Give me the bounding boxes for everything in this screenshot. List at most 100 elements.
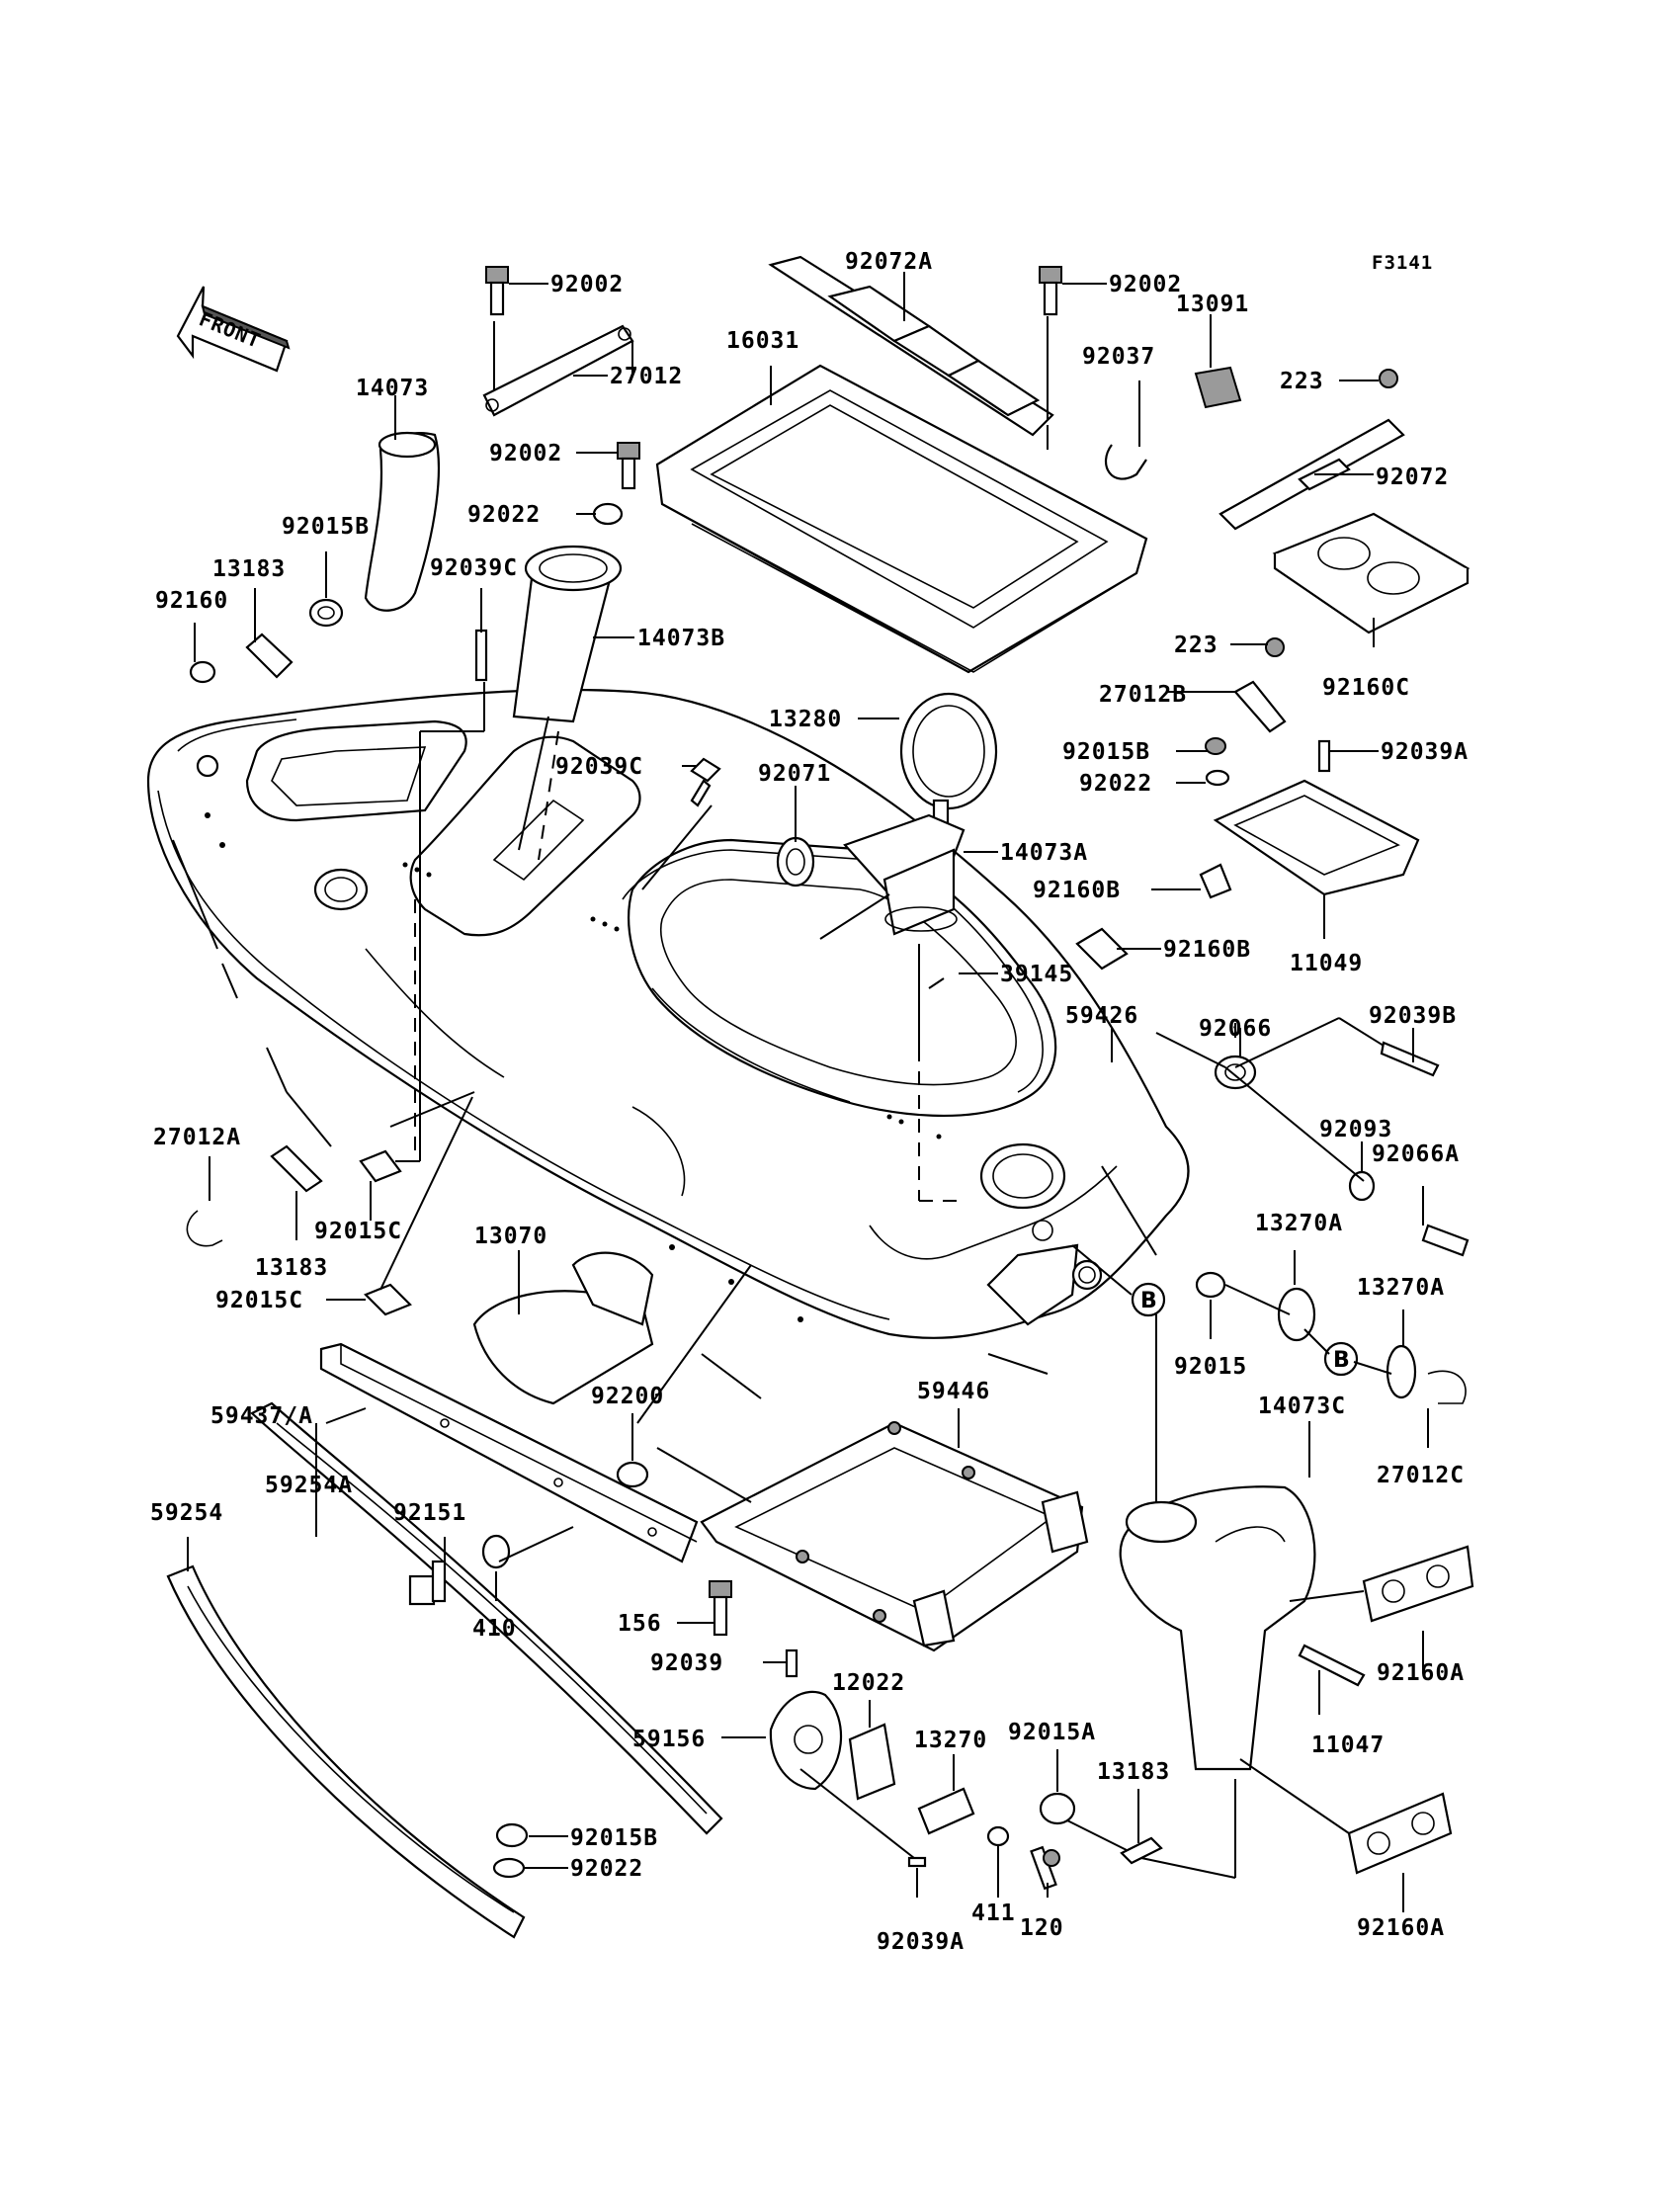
label-92039c-a: 92039C	[430, 555, 518, 581]
label-92002-b: 92002	[1109, 272, 1182, 297]
clamp-27012c	[1427, 1370, 1467, 1404]
label-92039a-b: 92039A	[877, 1929, 965, 1955]
label-92039c-b: 92039C	[555, 754, 643, 780]
washer-92022-b	[1205, 769, 1230, 787]
label-410: 410	[472, 1616, 517, 1642]
plate-92160a-b	[1347, 1792, 1453, 1875]
label-27012a: 27012A	[153, 1125, 241, 1150]
label-13070: 13070	[474, 1224, 547, 1249]
label-92066a: 92066A	[1372, 1141, 1460, 1167]
bracket-13270	[917, 1787, 975, 1835]
nut-92015b-b	[1205, 737, 1226, 755]
nut-92015b-c	[495, 1822, 529, 1848]
label-27012b: 27012B	[1099, 682, 1187, 708]
svg-text:B: B	[1140, 1289, 1157, 1313]
label-92066: 92066	[1199, 1016, 1272, 1042]
cover-13070	[472, 1251, 654, 1405]
label-92072: 92072	[1376, 465, 1449, 490]
label-223-a: 223	[1280, 369, 1324, 394]
washer-92022-c	[492, 1857, 526, 1879]
hull-body	[146, 688, 1190, 1339]
bolt-92002-c	[617, 442, 640, 490]
label-59437a: 59437/A	[210, 1403, 313, 1429]
label-27012c: 27012C	[1377, 1463, 1465, 1488]
figure-code: F3141	[1372, 252, 1433, 274]
bolt-92151	[408, 1560, 447, 1606]
label-59254: 59254	[150, 1500, 223, 1526]
washer-410	[481, 1534, 511, 1569]
label-13280: 13280	[769, 707, 842, 732]
ref-marker-b-1: B	[1131, 1282, 1166, 1317]
pin-92039c-a	[474, 629, 488, 682]
label-92022-c: 92022	[570, 1856, 643, 1882]
front-arrow-icon: FRONT	[176, 286, 291, 373]
label-92151: 92151	[393, 1500, 466, 1526]
grommet-92066a	[1421, 1224, 1470, 1257]
label-13183-a: 13183	[212, 556, 286, 582]
storage-tray-16031	[655, 364, 1148, 674]
bolt-92002-a	[485, 266, 509, 316]
label-92015b-a: 92015B	[282, 514, 370, 540]
label-14073b: 14073B	[637, 626, 725, 651]
strap-92072a	[768, 255, 1054, 437]
plate-13270a-a	[1277, 1287, 1316, 1342]
nut-92015	[1195, 1271, 1226, 1299]
label-92015b-c: 92015B	[570, 1825, 658, 1851]
label-92160a-b: 92160A	[1357, 1915, 1445, 1941]
pin-92039c-b	[690, 757, 721, 807]
mount-92160b-a	[1199, 863, 1232, 899]
label-12022: 12022	[832, 1670, 905, 1696]
label-92160: 92160	[155, 588, 228, 614]
label-14073a: 14073A	[1000, 840, 1088, 866]
label-14073: 14073	[356, 376, 429, 401]
collar-92200	[616, 1461, 649, 1488]
label-27012: 27012	[610, 364, 683, 389]
dashed-reference-lines	[414, 730, 959, 1202]
label-120: 120	[1020, 1915, 1064, 1941]
plate-12022	[848, 1723, 896, 1801]
pin-92039a	[1317, 739, 1331, 773]
label-92160b-a: 92160B	[1033, 878, 1121, 903]
rail-59254	[166, 1564, 526, 1939]
label-92015b-b: 92015B	[1062, 739, 1150, 765]
washer-92160	[189, 660, 216, 684]
clamp-92037	[1104, 444, 1147, 480]
label-92160b-b: 92160B	[1163, 937, 1251, 963]
pin-92039a-b	[907, 1856, 927, 1868]
label-92037: 92037	[1082, 344, 1155, 370]
label-92093: 92093	[1319, 1117, 1392, 1142]
label-39145: 39145	[1000, 962, 1073, 987]
bracket-92015c-a	[359, 1149, 402, 1183]
label-223-b: 223	[1174, 633, 1218, 658]
label-92015c-a: 92015C	[314, 1219, 402, 1244]
label-92160a-a: 92160A	[1377, 1660, 1465, 1686]
label-92039a-a: 92039A	[1381, 739, 1469, 765]
ref-marker-b-2: B	[1323, 1341, 1359, 1377]
label-92039: 92039	[650, 1650, 723, 1676]
washer-92022	[592, 502, 624, 526]
bracket-11049	[1213, 779, 1420, 896]
pin-11047	[1298, 1644, 1366, 1687]
label-11047: 11047	[1311, 1732, 1385, 1758]
svg-text:B: B	[1333, 1348, 1350, 1373]
label-16031: 16031	[726, 328, 799, 354]
plate-13183-b	[270, 1144, 323, 1193]
grommet-92066	[1214, 1055, 1257, 1090]
channel-59437a	[319, 1342, 699, 1563]
label-59446: 59446	[917, 1379, 990, 1404]
label-59426: 59426	[1065, 1003, 1138, 1029]
washer-411	[986, 1825, 1010, 1847]
grommet-92071	[776, 836, 815, 887]
leader-lines	[172, 272, 1429, 1912]
label-92200: 92200	[591, 1384, 664, 1409]
label-92072a: 92072A	[845, 249, 933, 275]
label-13183-c: 13183	[1097, 1759, 1170, 1785]
duct-14073b	[512, 545, 623, 723]
ring-13280	[899, 692, 998, 832]
label-92002-c: 92002	[489, 441, 562, 466]
plate-13183	[245, 633, 294, 679]
part-labels: 92002 92072A 92002 13091 92037 223 92072…	[150, 249, 1469, 1955]
label-92002-a: 92002	[550, 272, 624, 297]
bolt-120	[1030, 1845, 1060, 1891]
